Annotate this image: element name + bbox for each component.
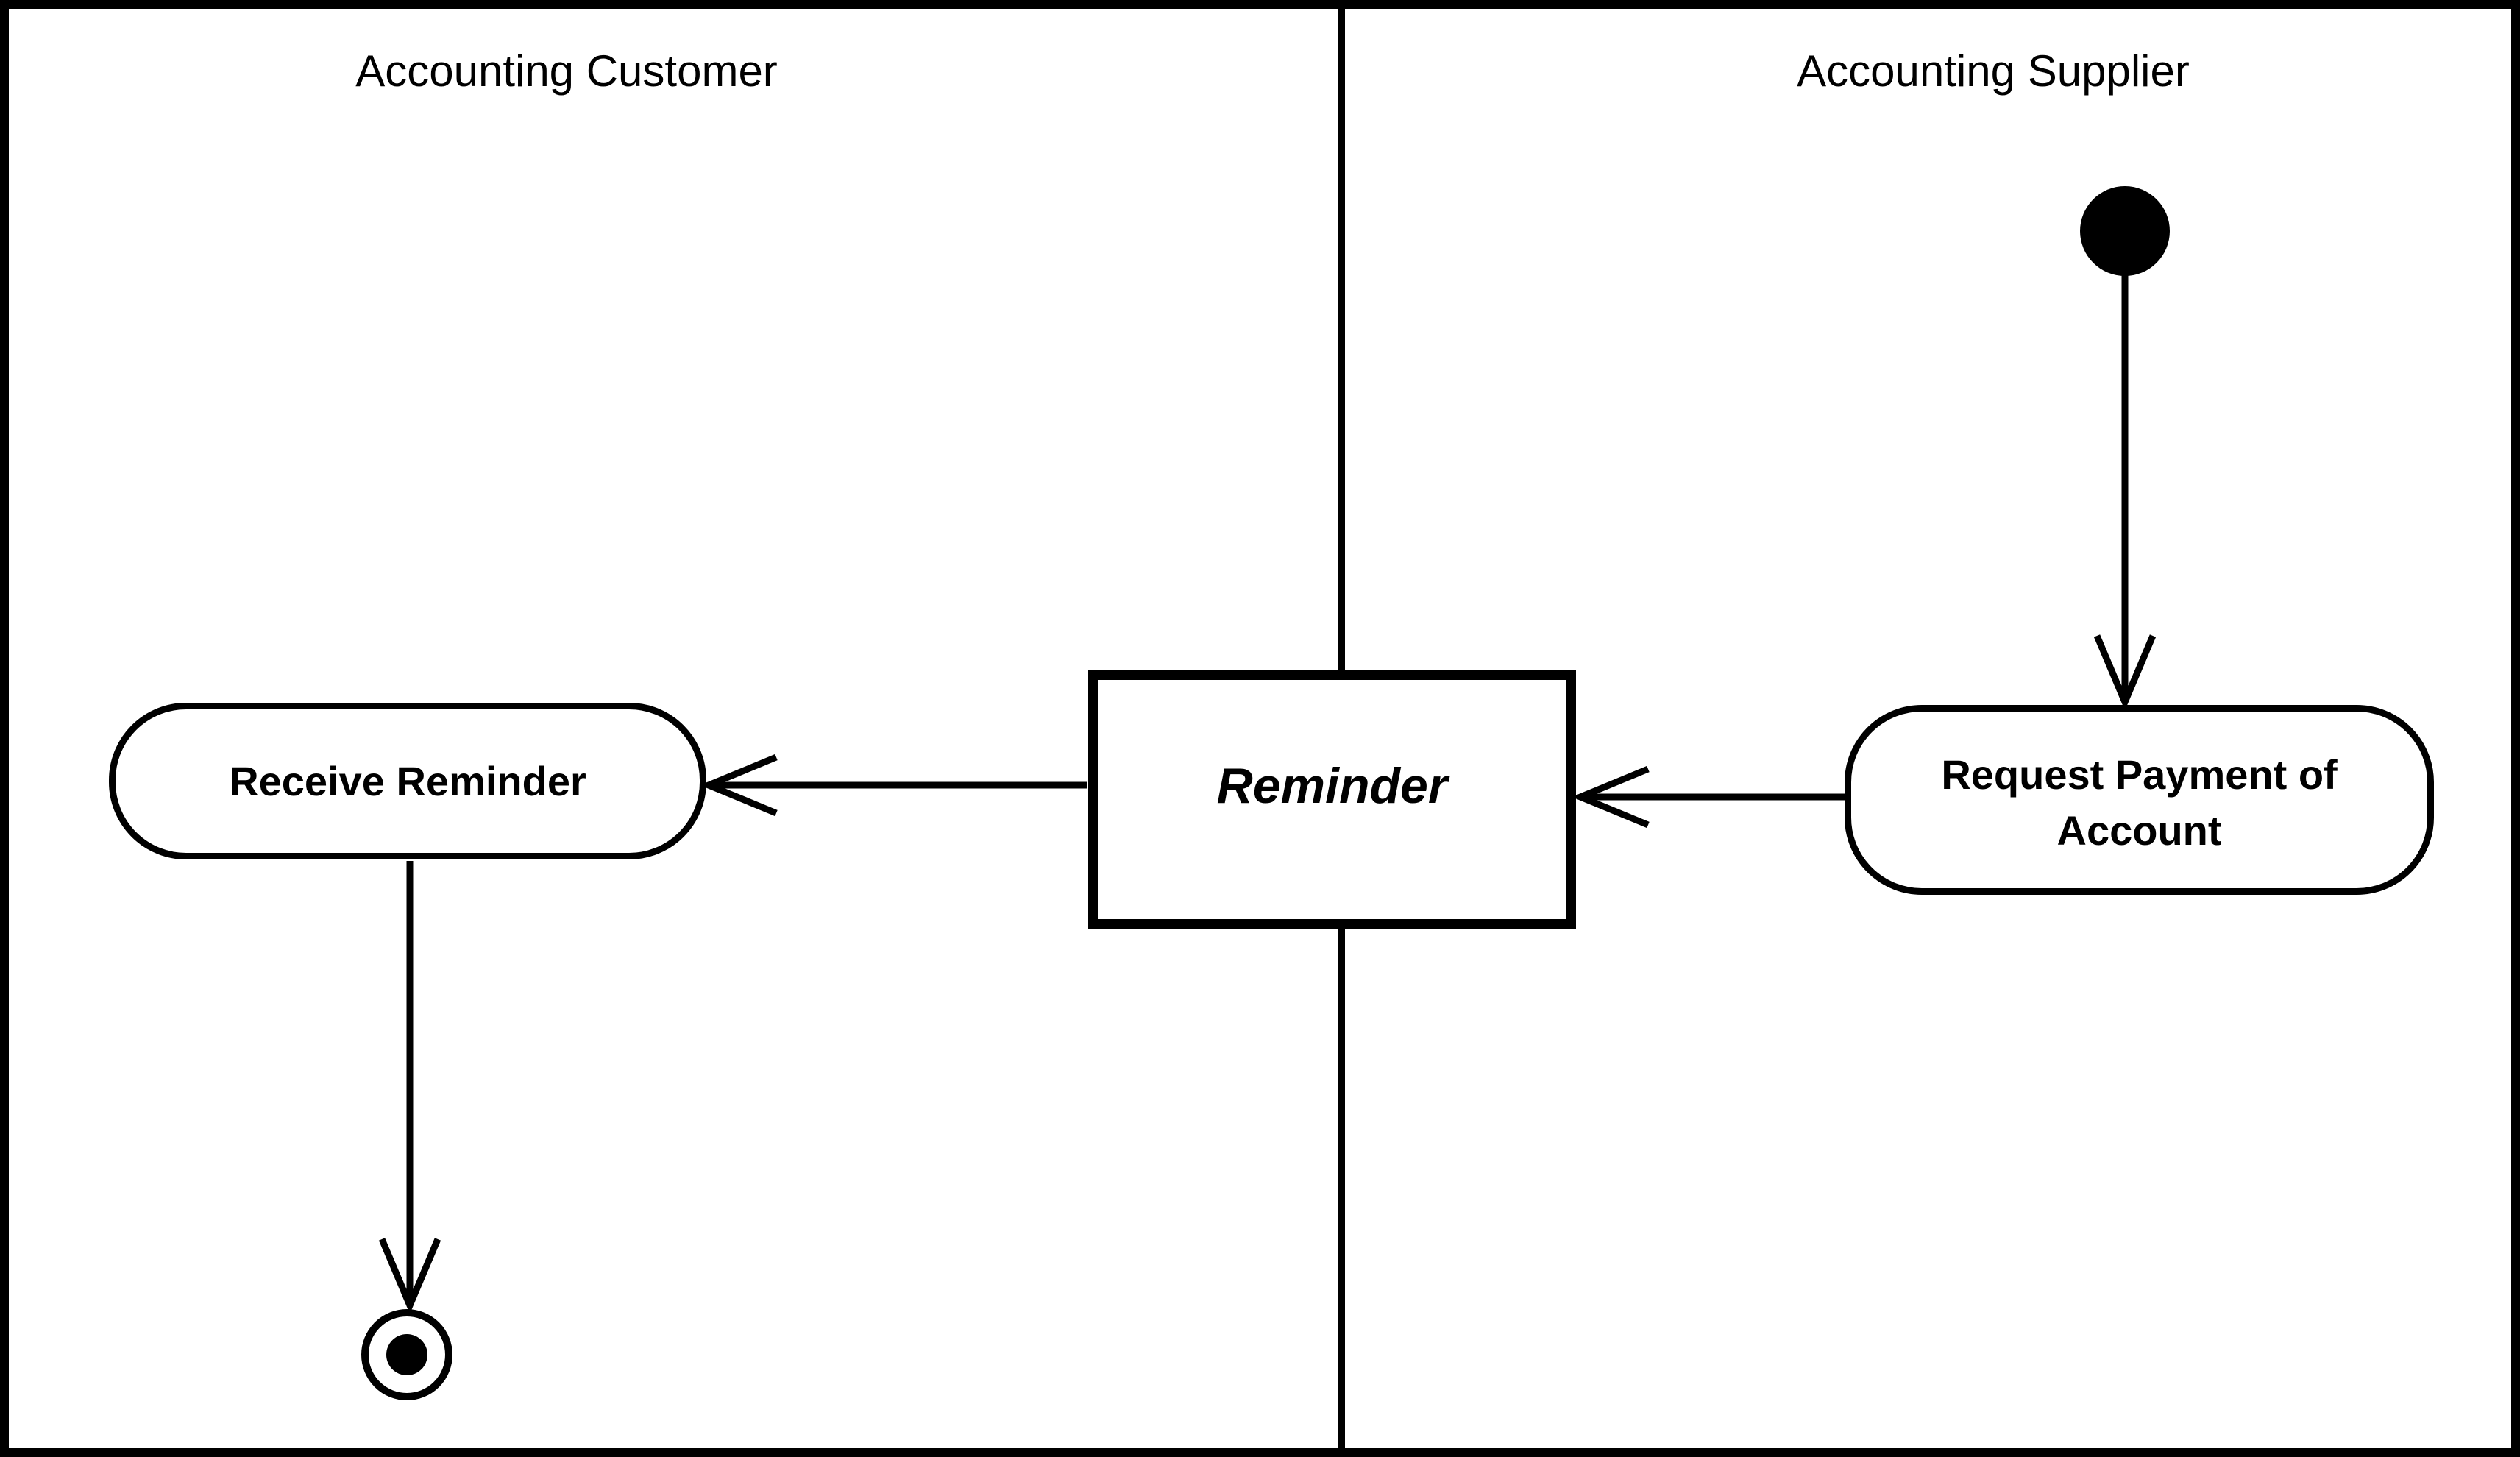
lane-title-supplier: Accounting Supplier — [1797, 46, 2190, 96]
initial-node — [2080, 186, 2170, 276]
final-node — [361, 1309, 452, 1400]
action-node-request-payment-label: Request Payment of Account — [1941, 751, 2338, 854]
flow-request-payment-to-reminder — [1572, 765, 1846, 829]
lane-title-customer: Accounting Customer — [355, 46, 778, 96]
flow-reminder-to-receive-reminder — [700, 754, 1087, 817]
flow-arrows — [378, 274, 2157, 1314]
object-node-reminder-label: Reminder — [1216, 757, 1448, 814]
action-node-receive-reminder-label: Receive Reminder — [229, 757, 586, 804]
object-node-reminder: Reminder — [1088, 670, 1576, 929]
flow-initial-to-request-payment — [2093, 274, 2157, 711]
action-node-receive-reminder: Receive Reminder — [109, 703, 706, 859]
action-node-request-payment: Request Payment of Account — [1845, 705, 2434, 895]
flow-receive-reminder-to-final — [378, 861, 441, 1314]
final-node-dot — [386, 1334, 427, 1375]
